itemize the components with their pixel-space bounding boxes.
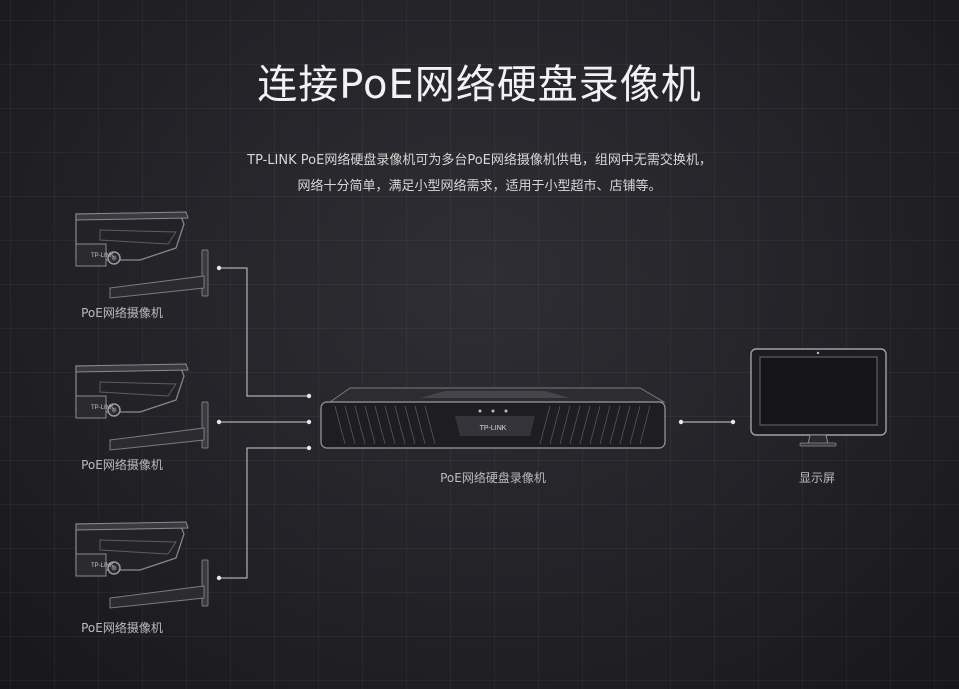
camera-3-label: PoE网络摄像机 [81,621,163,635]
connection-dots [216,265,736,581]
nvr-brand: TP-LINK [480,425,507,432]
camera-1-label: PoE网络摄像机 [81,306,163,320]
connection-lines [219,267,733,579]
description-line-1: TP-LINK PoE网络硬盘录像机可为多台PoE网络摄像机供电，组网中无需交换… [247,153,712,168]
page-title: 连接PoE网络硬盘录像机 [257,62,702,108]
camera-2-brand: TP-LINK [91,405,114,411]
description-line-2: 网络十分简单，满足小型网络需求，适用于小型超市、店铺等。 [297,179,662,194]
monitor-label: 显示屏 [798,471,835,485]
nvr-label: PoE网络硬盘录像机 [440,471,546,485]
monitor-device [750,348,887,447]
nvr-device [320,387,666,449]
camera-3-brand: TP-LINK [91,563,114,569]
camera-2-label: PoE网络摄像机 [81,458,163,472]
camera-1-brand: TP-LINK [91,253,114,259]
